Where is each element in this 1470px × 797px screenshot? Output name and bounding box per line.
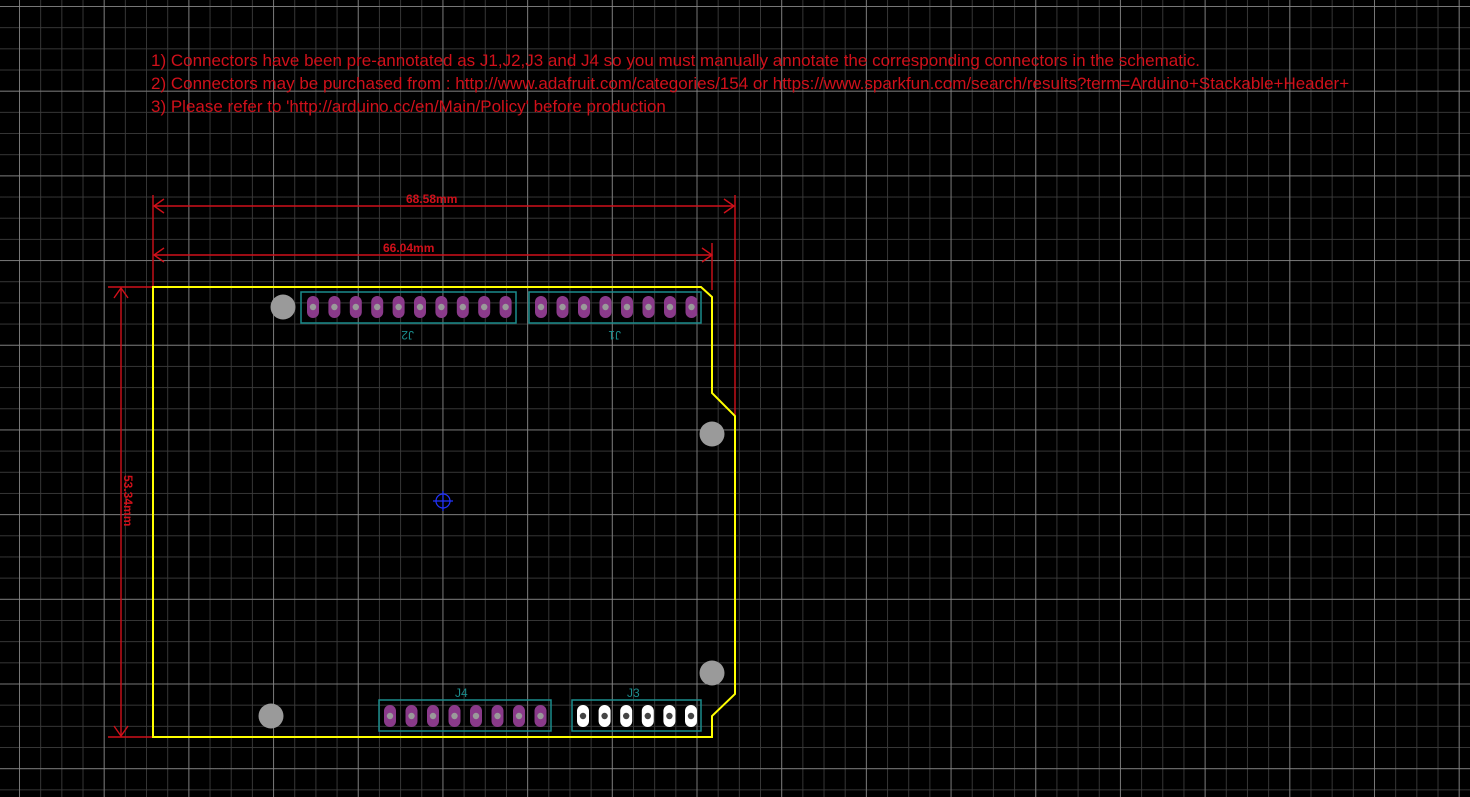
dimension-top-width[interactable]: 68.58mm (152, 192, 736, 415)
pad-drill-hole (537, 303, 545, 311)
pad-drill-hole (666, 303, 674, 311)
connector-j4-label: J4 (455, 686, 468, 700)
pad-drill-hole (429, 712, 437, 720)
mount-hole[interactable] (258, 703, 284, 729)
pad-drill-hole (580, 303, 588, 311)
pad-drill-hole (687, 712, 695, 720)
connector-j2-label: J2 (401, 328, 414, 342)
mount-hole[interactable] (270, 294, 296, 320)
connector-j2[interactable]: J2 (300, 291, 517, 342)
connector-j1-label: J1 (608, 328, 621, 342)
mount-hole[interactable] (699, 421, 725, 447)
note-3: 3) Please refer to 'http://arduino.cc/en… (151, 97, 666, 116)
pad-drill-hole (352, 303, 359, 311)
pad-drill-hole (537, 712, 544, 720)
connector-j4[interactable]: J4 (378, 686, 552, 732)
pad-group (577, 705, 697, 727)
pad-drill-hole (688, 303, 695, 311)
pad-drill-hole (459, 303, 466, 311)
pad-drill-hole (374, 303, 381, 311)
pad-drill-hole (644, 712, 651, 720)
pad-drill-hole (623, 303, 631, 311)
pad-drill-hole (438, 303, 445, 311)
pad-drill-hole (623, 712, 630, 720)
pad-drill-hole (386, 712, 394, 720)
pad-drill-hole (331, 303, 338, 311)
connector-j1[interactable]: J1 (528, 291, 702, 342)
mount-hole[interactable] (699, 660, 725, 686)
connector-j3[interactable]: J3 (571, 686, 702, 732)
dimension-height-label: 53.34mm (121, 475, 135, 526)
pad-drill-hole (408, 712, 415, 720)
pad-group (535, 296, 698, 318)
pad-drill-hole (645, 303, 652, 311)
pad-drill-hole (472, 712, 480, 720)
pad-group (384, 705, 547, 727)
note-1: 1) Connectors have been pre-annotated as… (151, 51, 1200, 70)
pad-drill-hole (395, 303, 402, 311)
pad-drill-hole (481, 303, 488, 311)
pad-drill-hole (666, 712, 673, 720)
pad-drill-hole (416, 303, 424, 311)
dimension-height[interactable]: 53.34mm (108, 286, 153, 738)
fabrication-notes: 1) Connectors have been pre-annotated as… (151, 49, 1349, 118)
pad-drill-hole (451, 712, 458, 720)
note-2: 2) Connectors may be purchased from : ht… (151, 74, 1350, 93)
pad-drill-hole (559, 303, 566, 311)
pad-drill-hole (309, 303, 317, 311)
connector-j3-label: J3 (627, 686, 640, 700)
pad-drill-hole (515, 712, 523, 720)
pad-drill-hole (602, 303, 609, 311)
pad-group (307, 296, 512, 318)
origin-marker-icon[interactable] (433, 491, 453, 511)
pad-drill-hole (579, 712, 587, 720)
board-outline[interactable] (152, 286, 736, 738)
dimension-top-width-label: 68.58mm (406, 192, 457, 206)
pad-drill-hole (502, 303, 509, 311)
dimension-inner-width[interactable]: 66.04mm (152, 241, 714, 290)
dimension-inner-width-label: 66.04mm (383, 241, 434, 255)
pad-drill-hole (494, 712, 501, 720)
pad-drill-hole (601, 712, 608, 720)
